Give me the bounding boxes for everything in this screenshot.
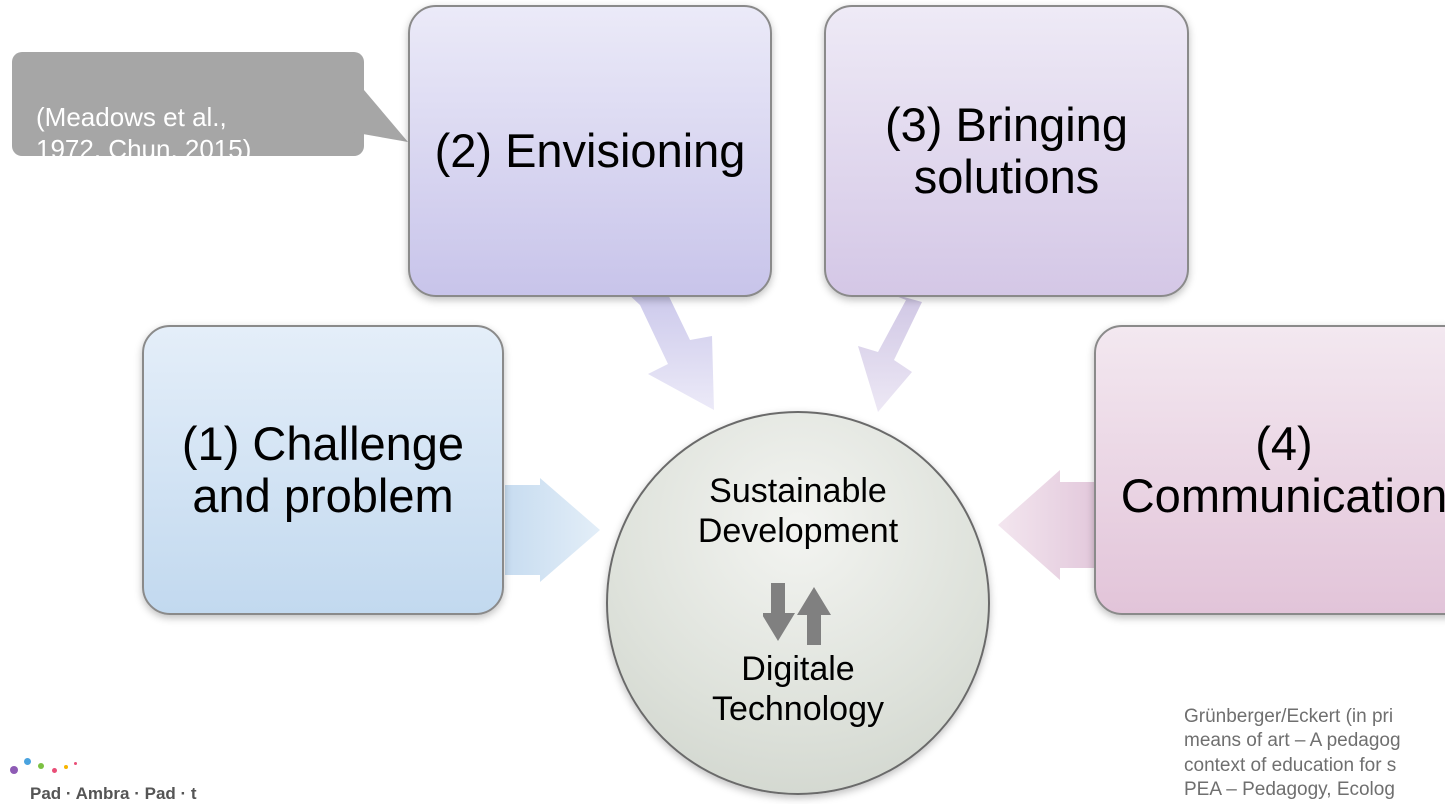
callout-tail xyxy=(340,90,408,142)
logo-dot xyxy=(64,765,68,769)
solutions-box: (3) Bringing solutions xyxy=(824,5,1189,297)
logo-dot xyxy=(52,768,57,773)
reference-text: Grünberger/Eckert (in pri means of art –… xyxy=(1184,706,1401,800)
communication-box: (4) Communication xyxy=(1094,325,1445,615)
envisioning-box: (2) Envisioning xyxy=(408,5,772,297)
logo-text: Pad · Ambra · Pad · t xyxy=(30,784,197,803)
center-circle: Sustainable Development Digitale Technol… xyxy=(606,411,990,795)
logo-dot xyxy=(38,763,44,769)
callout-text: (Meadows et al., 1972, Chun, 2015) xyxy=(36,101,252,165)
swap-arrows-icon xyxy=(763,583,831,645)
arrow-communication xyxy=(998,470,1094,580)
envisioning-label: (2) Envisioning xyxy=(434,124,746,178)
challenge-box: (1) Challenge and problem xyxy=(142,325,504,615)
solutions-label: (3) Bringing solutions xyxy=(885,98,1128,203)
arrow-challenge xyxy=(505,478,600,582)
sustainable-development-label: Sustainable Development xyxy=(697,472,899,551)
logo-dot xyxy=(24,758,31,765)
arrow-solutions xyxy=(858,292,922,412)
logo-dot xyxy=(10,766,18,774)
logo-dot xyxy=(74,762,77,765)
arrow-envisioning xyxy=(626,282,714,410)
challenge-label: (1) Challenge and problem xyxy=(181,417,465,522)
digitale-technology-label: Digitale Technology xyxy=(711,650,884,729)
citation-callout: (Meadows et al., 1972, Chun, 2015) xyxy=(12,52,364,164)
communication-label: (4) Communication xyxy=(1120,417,1445,522)
